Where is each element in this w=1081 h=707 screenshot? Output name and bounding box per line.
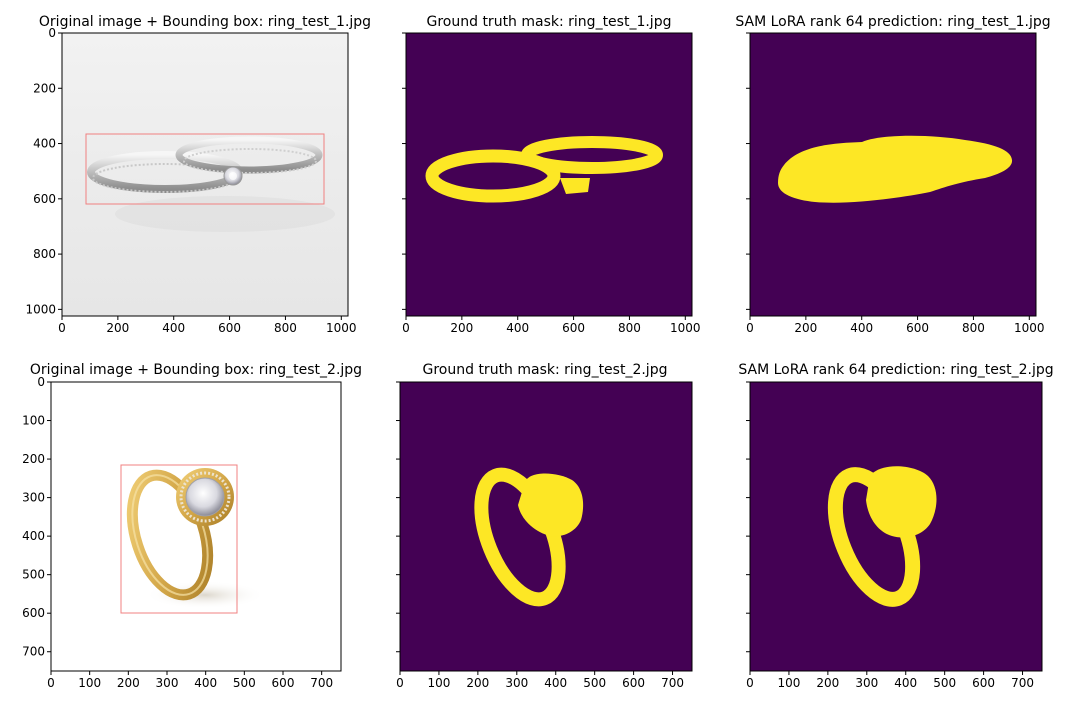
tick-label: 0 [58,321,66,335]
tick-label: 400 [506,321,529,335]
panel-title: Original image + Bounding box: ring_test… [30,362,362,378]
mask-shape [425,136,663,203]
tick-label: 200 [22,452,45,466]
tick-label: 600 [972,676,995,690]
tick-label: 800 [274,321,297,335]
tick-label: 1000 [670,321,701,335]
tick-label: 600 [272,676,295,690]
tick-label: 300 [22,491,45,505]
panel-title: Original image + Bounding box: ring_test… [39,14,371,30]
tick-label: 1000 [25,302,56,316]
tick-label: 600 [33,192,56,206]
tick-label: 500 [22,568,45,582]
photo-panel-ring-test-1 [61,32,349,317]
panel-title: SAM LoRA rank 64 prediction: ring_test_1… [735,14,1050,30]
tick-label: 400 [544,676,567,690]
panel-title: SAM LoRA rank 64 prediction: ring_test_2… [738,362,1053,378]
bounding-box [120,464,238,614]
tick-label: 700 [661,676,684,690]
mask-shape [778,135,1013,203]
tick-label: 800 [962,321,985,335]
tick-label: 500 [583,676,606,690]
tick-label: 1000 [326,321,357,335]
tick-label: 300 [855,676,878,690]
tick-label: 400 [33,137,56,151]
tick-label: 200 [450,321,473,335]
silver-rings-image [87,136,335,232]
tick-label: 1000 [1014,321,1045,335]
bounding-box [85,133,325,205]
tick-label: 0 [48,26,56,40]
tick-label: 0 [402,321,410,335]
tick-label: 200 [106,321,129,335]
tick-label: 500 [233,676,256,690]
tick-label: 0 [396,676,404,690]
tick-label: 0 [47,676,55,690]
tick-label: 400 [894,676,917,690]
photo-panel-ring-test-2 [50,381,342,672]
tick-label: 600 [218,321,241,335]
tick-label: 500 [933,676,956,690]
tick-label: 300 [156,676,179,690]
gold-ring-image [126,468,265,609]
panel-title: Ground truth mask: ring_test_2.jpg [423,362,668,378]
tick-label: 400 [194,676,217,690]
panel-title: Ground truth mask: ring_test_1.jpg [427,14,672,30]
prediction-mask-ring-test-2 [749,381,1043,672]
tick-label: 100 [777,676,800,690]
tick-label: 700 [310,676,333,690]
tick-label: 0 [37,375,45,389]
tick-label: 300 [505,676,528,690]
tick-label: 100 [427,676,450,690]
tick-label: 600 [622,676,645,690]
tick-label: 200 [794,321,817,335]
ground-truth-mask-ring-test-1 [405,32,693,317]
mask-shape [827,466,937,607]
tick-label: 0 [746,321,754,335]
prediction-mask-ring-test-1 [749,32,1037,317]
tick-label: 200 [117,676,140,690]
tick-label: 700 [22,645,45,659]
tick-label: 600 [22,606,45,620]
tick-label: 400 [850,321,873,335]
tick-label: 100 [78,676,101,690]
tick-label: 800 [33,247,56,261]
tick-label: 600 [906,321,929,335]
tick-label: 100 [22,414,45,428]
tick-label: 200 [466,676,489,690]
ground-truth-mask-ring-test-2 [399,381,693,672]
tick-label: 0 [746,676,754,690]
tick-label: 800 [618,321,641,335]
tick-label: 200 [33,81,56,95]
tick-label: 400 [162,321,185,335]
tick-label: 400 [22,529,45,543]
tick-label: 700 [1011,676,1034,690]
tick-label: 600 [562,321,585,335]
mask-shape [474,467,584,607]
tick-label: 200 [816,676,839,690]
